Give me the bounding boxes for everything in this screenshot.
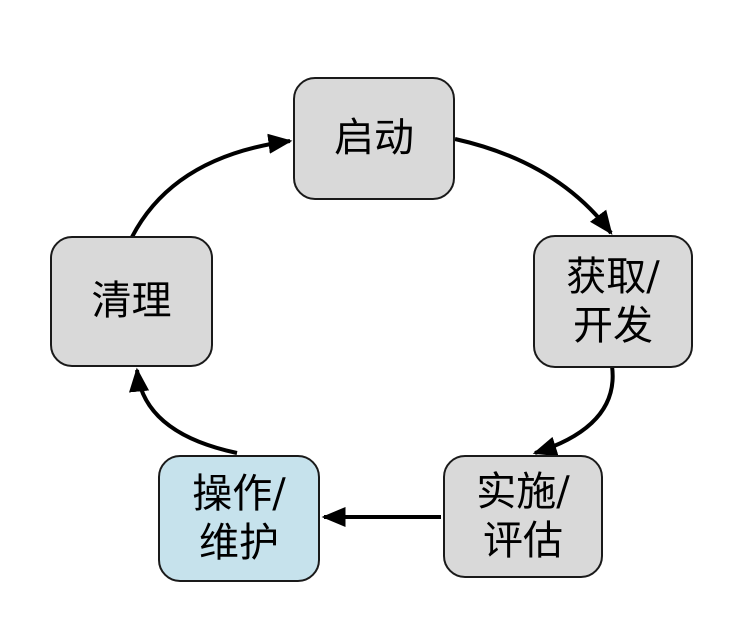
- node-acquire-develop-label: 获取/ 开发: [566, 253, 660, 349]
- arrow-caozuo-to-qingli: [129, 367, 238, 455]
- node-cleanup: 清理: [50, 236, 213, 367]
- node-initiate-label: 启动: [334, 115, 414, 162]
- node-initiate: 启动: [293, 77, 455, 200]
- arrow-qidong-to-huoqu: [454, 137, 613, 235]
- node-implement-evaluate: 实施/ 评估: [443, 455, 603, 578]
- node-implement-evaluate-label: 实施/ 评估: [476, 468, 570, 564]
- node-cleanup-label: 清理: [91, 278, 172, 325]
- node-acquire-develop: 获取/ 开发: [533, 235, 693, 368]
- node-operate-maintain-label: 操作/ 维护: [192, 470, 286, 566]
- node-operate-maintain: 操作/ 维护: [158, 455, 320, 582]
- arrow-qingli-to-qidong: [130, 133, 293, 238]
- arrow-huoqu-to-shishi: [532, 365, 615, 457]
